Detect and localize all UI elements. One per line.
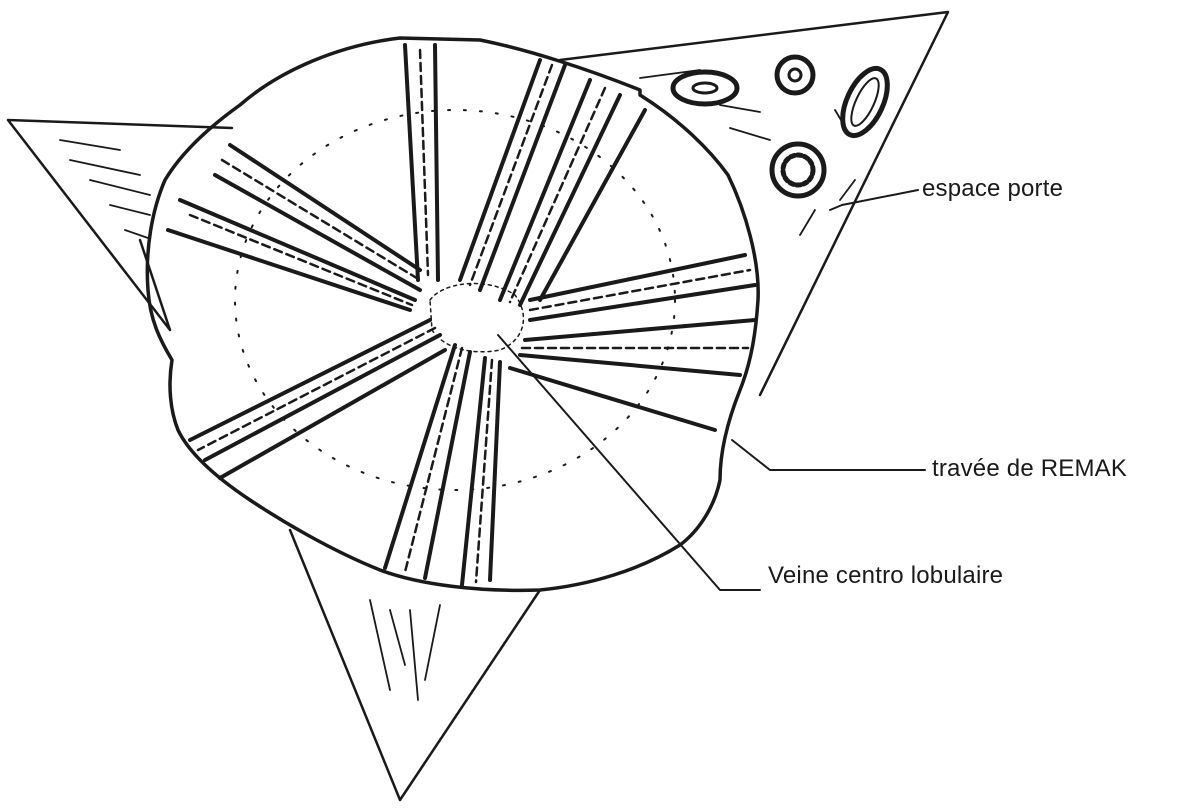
leader-portal: [830, 190, 918, 210]
portal-vessel-2: [777, 57, 813, 93]
portal-vessel-1: [673, 72, 737, 104]
left-wedge-hatching: [60, 140, 150, 238]
central-vein: [430, 284, 523, 352]
label-portal-space: espace porte: [922, 175, 1063, 203]
label-central-vein: Veine centro lobulaire: [768, 562, 1003, 590]
portal-hatching: [640, 70, 855, 235]
left-connective-wedge: [8, 120, 232, 330]
leader-remak: [732, 440, 925, 470]
bile-duct: [772, 144, 824, 196]
portal-artery: [833, 62, 896, 142]
lobule-outline: [147, 38, 758, 590]
bottom-wedge-hatching: [370, 600, 440, 700]
label-remak-cord: travée de REMAK: [932, 455, 1127, 483]
